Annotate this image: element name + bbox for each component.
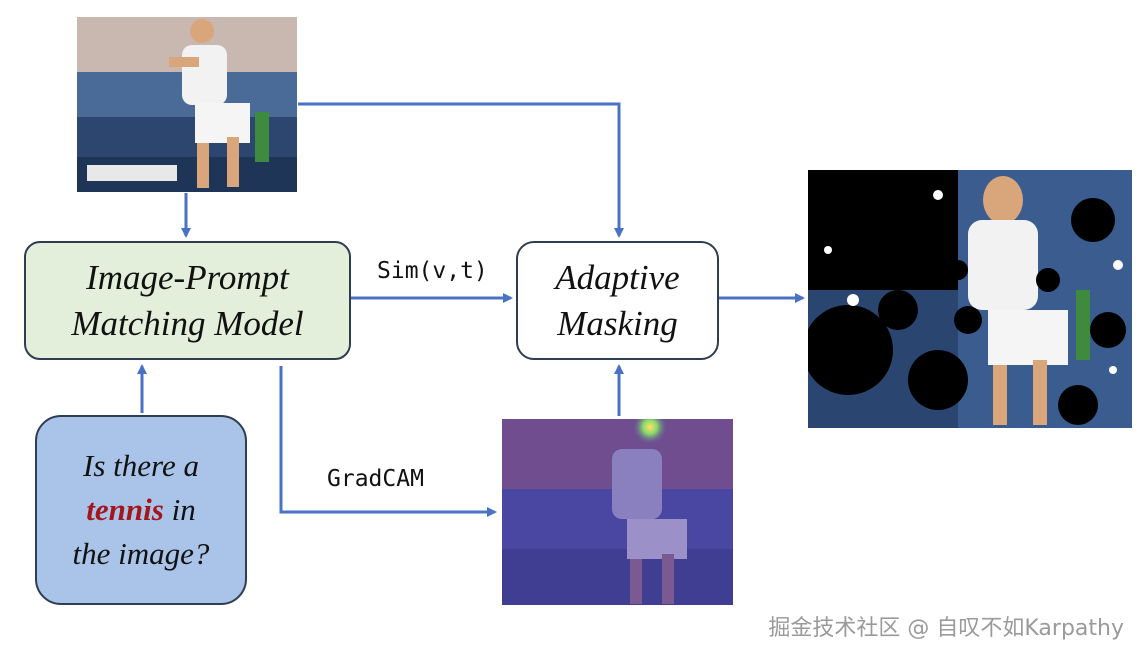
- gradcam-edge-label: GradCAM: [327, 466, 424, 492]
- prompt-line1: Is there a: [83, 448, 199, 483]
- adaptive-masking-label-line1: Adaptive: [555, 257, 680, 297]
- adaptive-masking-label-line2: Masking: [557, 303, 678, 343]
- similarity-edge-label: Sim(v,t): [377, 258, 488, 284]
- text-prompt-box: Is there a tennis in the image?: [35, 415, 247, 605]
- gradcam-heatmap-image: [502, 419, 733, 605]
- matching-model-label-line1: Image-Prompt: [86, 257, 289, 297]
- prompt-line2-rest: in: [163, 492, 196, 527]
- arrow-input-to-masking: [298, 102, 624, 238]
- watermark: 掘金技术社区 @ 自叹不如Karpathy: [768, 616, 1124, 641]
- prompt-line2: tennis in: [86, 488, 195, 532]
- prompt-line3: the image?: [72, 536, 210, 571]
- matching-model-label-line2: Matching Model: [71, 303, 304, 343]
- prompt-highlight-word: tennis: [86, 492, 164, 527]
- input-image-tennis-player: [77, 17, 297, 192]
- masked-output-image: [808, 170, 1132, 428]
- adaptive-masking-box: Adaptive Masking: [516, 241, 719, 360]
- image-prompt-matching-model-box: Image-Prompt Matching Model: [24, 241, 351, 360]
- arrow-model-to-gradcam: [279, 366, 497, 517]
